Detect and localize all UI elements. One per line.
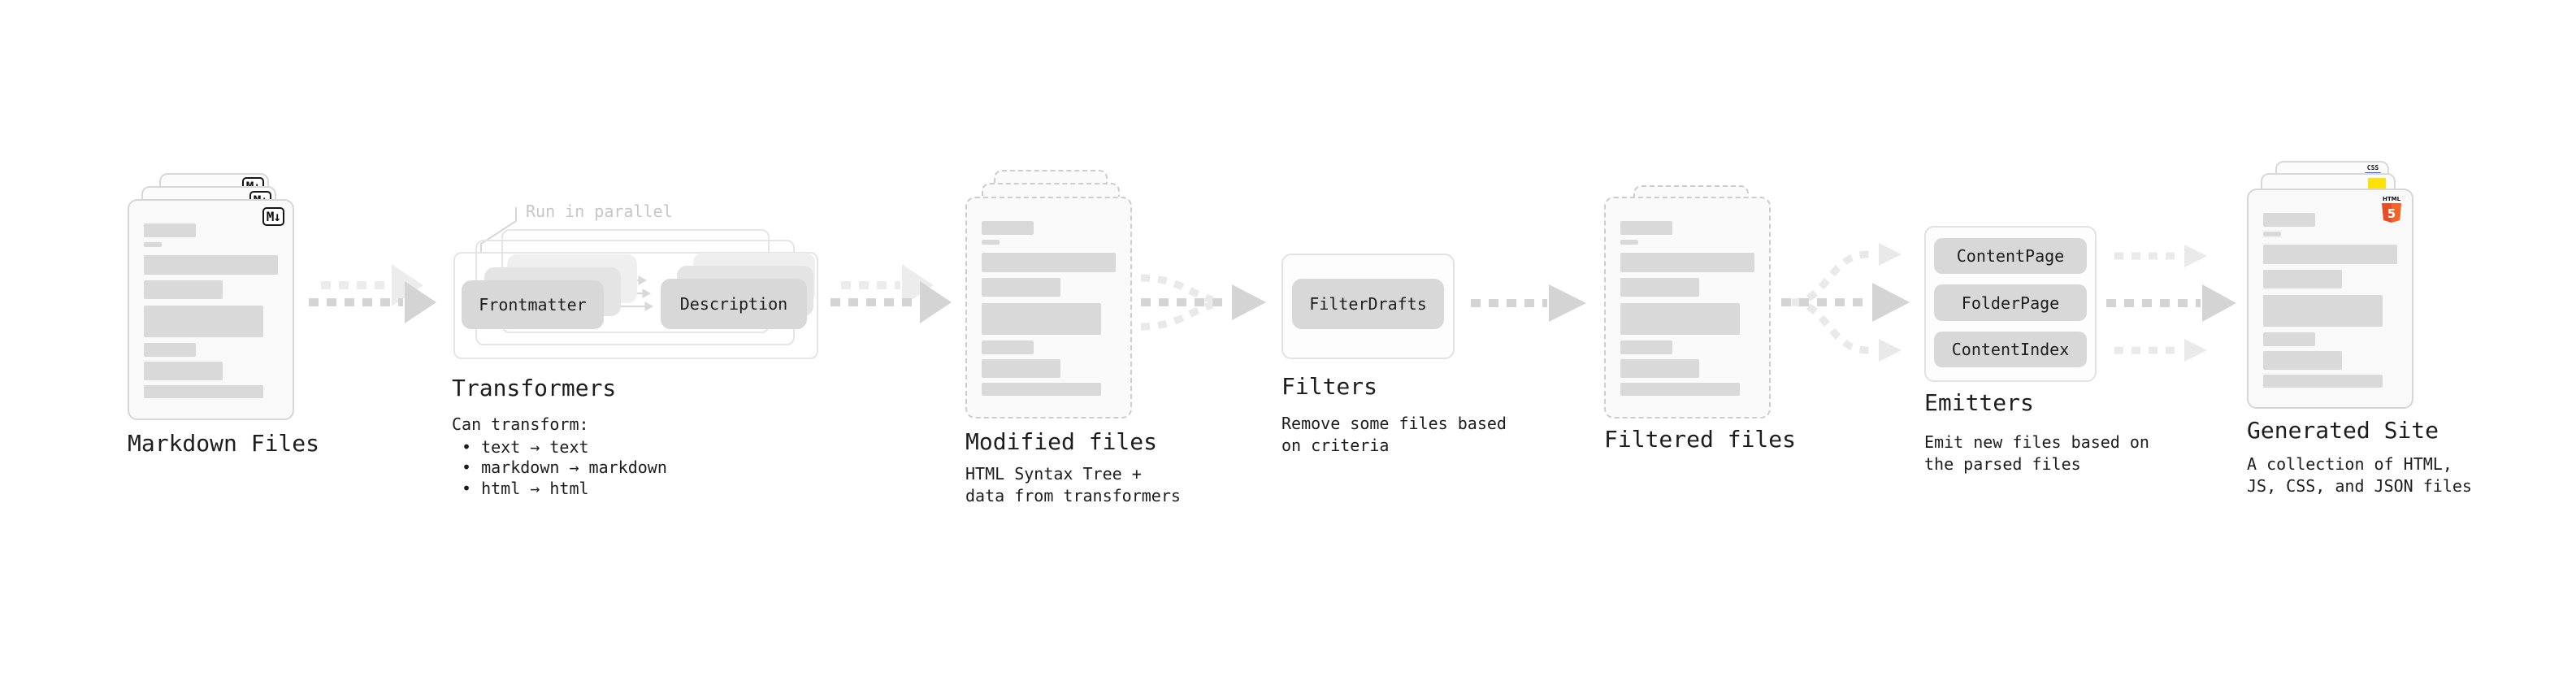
transformers-bullet: • text → text	[462, 437, 589, 457]
stage-title-filtered-files: Filtered files	[1604, 426, 1797, 453]
generated-html-card: HTML 5	[2247, 189, 2413, 409]
content-placeholder-bar	[1620, 221, 1672, 235]
content-placeholder-bar	[2263, 245, 2397, 264]
content-placeholder-bar	[144, 280, 223, 299]
transformers-description-heading: Can transform:	[452, 414, 589, 434]
contentindex-node: ContentIndex	[1934, 332, 2087, 367]
arrow-head	[1879, 243, 1902, 266]
content-placeholder-bar	[1620, 278, 1699, 297]
js-icon	[2368, 178, 2386, 190]
content-placeholder-bar	[2263, 232, 2281, 236]
svg-text:5: 5	[2387, 206, 2396, 221]
folderpage-node: FolderPage	[1934, 284, 2087, 321]
markdown-icon: M↓	[262, 207, 284, 226]
arrow-emitters-to-generated	[2106, 245, 2236, 362]
content-placeholder-bar	[144, 362, 223, 380]
content-placeholder-bar	[982, 383, 1101, 396]
arrow-head	[1872, 283, 1910, 322]
contentpage-node: ContentPage	[1934, 238, 2087, 274]
arrow-head	[920, 281, 952, 323]
content-placeholder-bar	[144, 306, 263, 337]
arrow-head	[2184, 339, 2207, 362]
arrow-markdown-to-transformers	[309, 264, 436, 323]
stage-title-transformers: Transformers	[452, 375, 617, 401]
content-placeholder-bar	[982, 240, 1000, 245]
content-placeholder-bar	[1620, 303, 1740, 335]
transformer-container-front	[453, 252, 818, 359]
svg-text:HTML: HTML	[2383, 196, 2401, 202]
arrow-head	[405, 281, 436, 323]
arrow-head	[2184, 245, 2207, 267]
content-placeholder-bar	[144, 385, 263, 398]
content-placeholder-bar	[2263, 332, 2315, 346]
content-placeholder-bar	[1620, 383, 1740, 396]
arrow-head	[2202, 284, 2236, 322]
run-in-parallel-callout: Run in parallel	[526, 202, 673, 221]
content-placeholder-bar	[982, 253, 1116, 272]
markdown-file-card: M↓	[128, 199, 294, 420]
stage-title-generated-site: Generated Site	[2247, 417, 2439, 444]
content-placeholder-bar	[2263, 213, 2315, 227]
modified-file-card	[965, 197, 1132, 419]
content-placeholder-bar	[1620, 240, 1638, 245]
content-placeholder-bar	[1620, 340, 1672, 354]
generated-site-description: A collection of HTML, JS, CSS, and JSON …	[2247, 454, 2472, 496]
content-placeholder-bar	[144, 343, 196, 357]
content-placeholder-bar	[144, 255, 278, 275]
transformers-bullet: • html → html	[462, 479, 589, 498]
modified-files-description: HTML Syntax Tree + data from transformer…	[965, 464, 1181, 505]
content-placeholder-bar	[144, 223, 196, 237]
content-placeholder-bar	[2263, 375, 2383, 388]
content-placeholder-bar	[2263, 351, 2342, 370]
emitters-description: Emit new files based on the parsed files	[1924, 432, 2149, 474]
filtered-file-card	[1604, 197, 1771, 419]
arrow-head	[902, 264, 934, 306]
filterdrafts-node: FilterDrafts	[1292, 279, 1444, 329]
filters-description: Remove some files based on criteria	[1281, 414, 1507, 455]
content-placeholder-bar	[982, 278, 1060, 297]
callout-leader-line	[480, 207, 517, 253]
transformers-bullet: • markdown → markdown	[462, 458, 667, 477]
arrow-head	[1232, 284, 1266, 320]
content-placeholder-bar	[982, 359, 1060, 378]
content-placeholder-bar	[2263, 295, 2383, 327]
arrow-filtered-to-emitters	[1781, 243, 1910, 362]
stage-title-filters: Filters	[1281, 373, 1378, 400]
arrow-head	[1549, 284, 1586, 322]
arrow-modified-to-filters	[1140, 274, 1266, 331]
content-placeholder-bar	[982, 303, 1101, 335]
content-placeholder-bar	[144, 242, 162, 247]
stage-title-modified-files: Modified files	[965, 428, 1158, 455]
content-placeholder-bar	[982, 221, 1034, 235]
description-node: Description	[661, 279, 807, 329]
arrow-transformers-to-modified	[830, 264, 952, 323]
content-placeholder-bar	[982, 340, 1034, 354]
content-placeholder-bar	[1620, 253, 1754, 272]
stage-title-emitters: Emitters	[1924, 389, 2034, 416]
content-placeholder-bar	[1620, 359, 1699, 378]
frontmatter-node: Frontmatter	[462, 280, 604, 329]
arrow-head	[1879, 339, 1902, 362]
stage-title-markdown-files: Markdown Files	[128, 430, 320, 457]
html5-icon: HTML 5	[2382, 196, 2401, 223]
content-placeholder-bar	[2263, 270, 2342, 288]
arrow-filters-to-filtered	[1471, 284, 1586, 322]
